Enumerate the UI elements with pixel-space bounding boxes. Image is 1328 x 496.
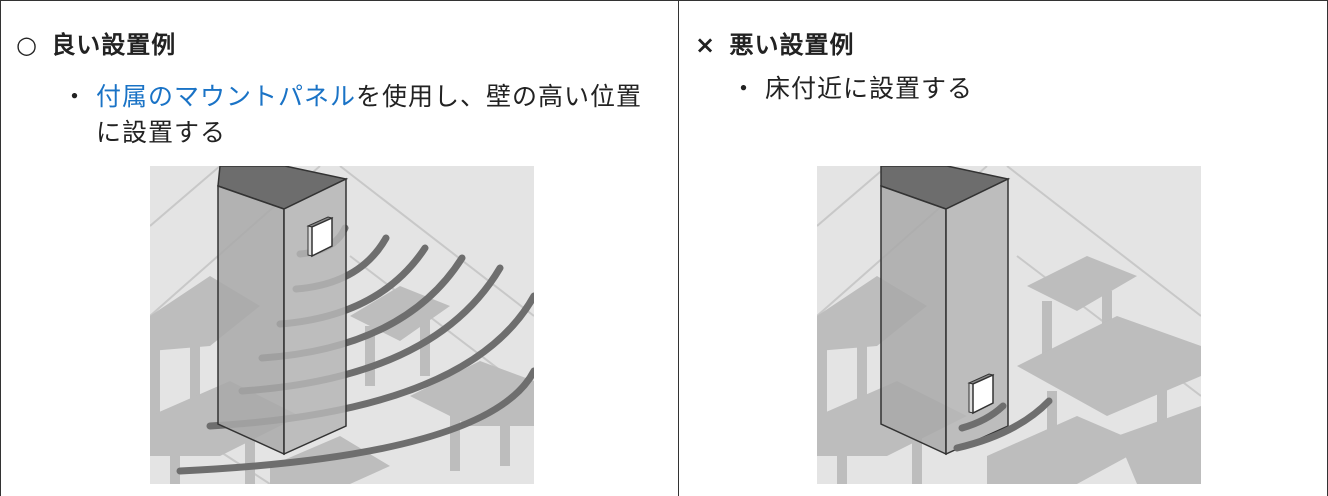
bad-example-bullet: ・床付近に設置する [731,71,1291,107]
signal-waves [953,397,1053,452]
pillar [880,166,1011,456]
bullet-dot: ・ [62,82,89,111]
good-example-heading: ○ 良い設置例 [16,25,176,60]
bad-example-title: 悪い設置例 [729,31,855,59]
access-point-icon [306,216,334,258]
access-point-icon [967,373,995,415]
bad-text-line1: 床付近に設置する [765,74,974,103]
good-example-bullet: ・付属のマウントパネルを使用し、壁の高い位置 に設置する [62,79,662,151]
good-text-line1: を使用し、壁の高い位置 [356,82,643,111]
pillar [217,166,349,456]
bad-example-cell: × 悪い設置例 ・床付近に設置する [679,1,1327,496]
good-example-cell: ○ 良い設置例 ・付属のマウントパネルを使用し、壁の高い位置 に設置する [0,1,678,496]
good-installation-illustration [150,166,534,484]
table-border-left [0,1,1,496]
circle-mark-icon: ○ [16,31,38,59]
bad-example-heading: × 悪い設置例 [695,25,854,60]
table-divider [678,1,679,496]
cross-mark-icon: × [695,31,717,59]
good-text-line2: に設置する [96,118,227,147]
bad-installation-illustration [817,166,1201,484]
good-example-title: 良い設置例 [51,31,177,59]
mount-panel-link[interactable]: 付属のマウントパネル [96,82,357,111]
bullet-dot: ・ [731,74,758,103]
